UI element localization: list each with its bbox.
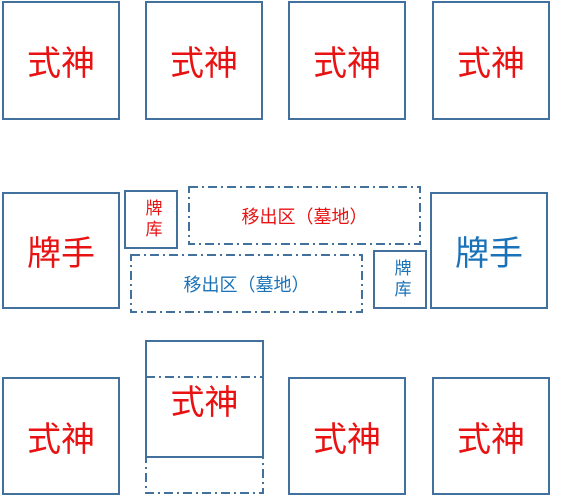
right-player-box: 牌手 xyxy=(430,192,548,309)
red-discard-zone: 移出区（墓地） xyxy=(188,186,421,245)
right-player-label: 牌手 xyxy=(455,234,523,274)
red-discard-border xyxy=(188,186,421,245)
red-discard-label: 移出区（墓地） xyxy=(241,206,368,228)
left-player-label: 牌手 xyxy=(27,234,95,274)
right-deck-label: 牌库 xyxy=(390,258,411,301)
top-shikigami-label-1: 式神 xyxy=(27,44,95,84)
bottom-shikigami-label-3: 式神 xyxy=(313,419,381,460)
left-deck-box: 牌库 xyxy=(124,190,178,249)
bottom-shikigami-slot-4: 式神 xyxy=(432,377,550,495)
blue-discard-zone: 移出区（墓地） xyxy=(130,254,363,313)
top-shikigami-slot-2: 式神 xyxy=(145,1,263,120)
bottom-shikigami-slot-1: 式神 xyxy=(2,377,120,495)
right-deck-box: 牌库 xyxy=(373,250,427,309)
top-shikigami-slot-4: 式神 xyxy=(432,1,550,120)
top-shikigami-slot-1: 式神 xyxy=(2,1,120,120)
top-shikigami-slot-3: 式神 xyxy=(288,1,406,120)
bottom-shikigami-label-2: 式神 xyxy=(170,382,239,423)
bottom-shikigami-label-4: 式神 xyxy=(457,419,525,460)
bottom-shikigami-slot-2: 式神 xyxy=(145,340,264,458)
bottom-shikigami-slot-3: 式神 xyxy=(288,377,406,495)
top-shikigami-label-4: 式神 xyxy=(457,44,525,84)
left-player-box: 牌手 xyxy=(2,192,120,309)
blue-discard-border xyxy=(130,254,363,313)
top-shikigami-label-2: 式神 xyxy=(170,44,238,84)
left-deck-label: 牌库 xyxy=(141,198,162,241)
bottom-shikigami-label-1: 式神 xyxy=(27,419,95,460)
blue-discard-label: 移出区（墓地） xyxy=(183,274,310,296)
top-shikigami-label-3: 式神 xyxy=(313,44,381,84)
